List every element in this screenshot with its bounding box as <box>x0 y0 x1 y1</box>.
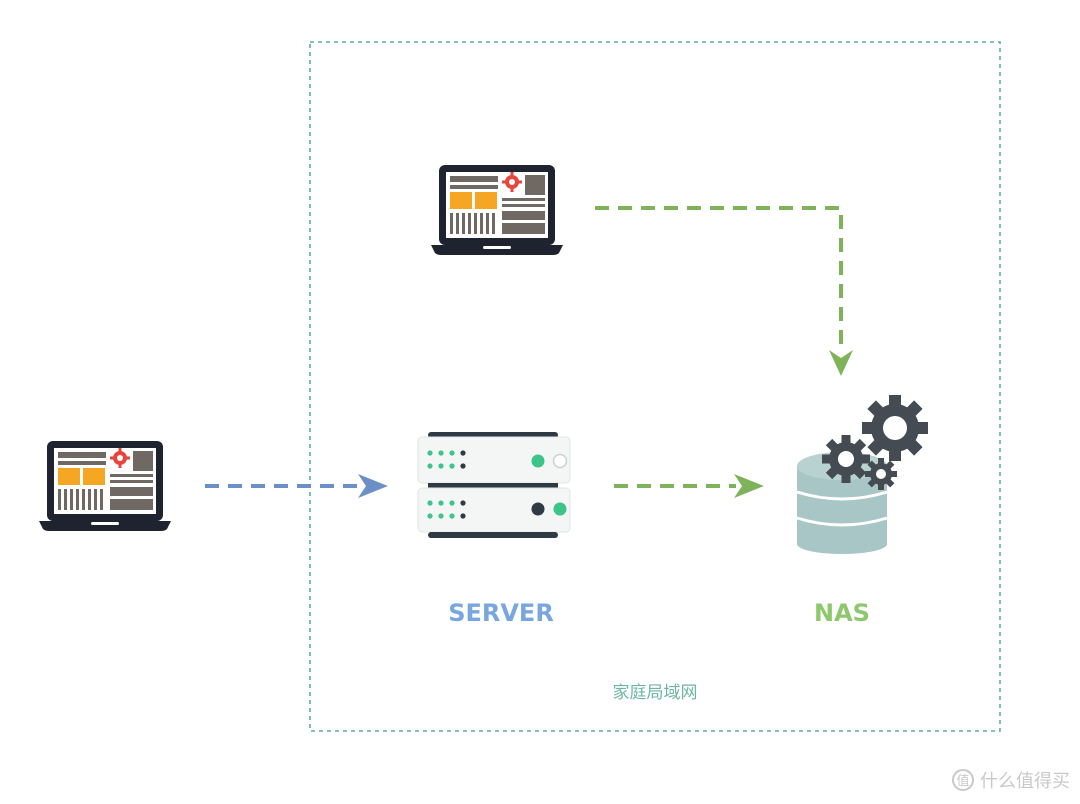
lan-zone-label: 家庭局域网 <box>613 683 698 703</box>
arrow-external-to-server <box>205 474 388 498</box>
svg-text:值: 值 <box>956 773 969 789</box>
watermark: 值 什么值得买 <box>952 769 1070 792</box>
arrow-server-to-nas <box>614 474 764 498</box>
arrow-lan-laptop-to-nas <box>595 206 853 376</box>
database-gears-icon <box>796 395 928 554</box>
server-label: SERVER <box>448 599 554 627</box>
nas-label: NAS <box>814 599 870 627</box>
server-rack-icon <box>417 432 571 538</box>
external-laptop-icon <box>39 441 171 531</box>
lan-laptop-icon <box>431 165 563 255</box>
lan-zone-border <box>309 41 1001 732</box>
smzdm-logo-icon: 值 <box>952 769 974 791</box>
watermark-text: 什么值得买 <box>980 771 1070 792</box>
